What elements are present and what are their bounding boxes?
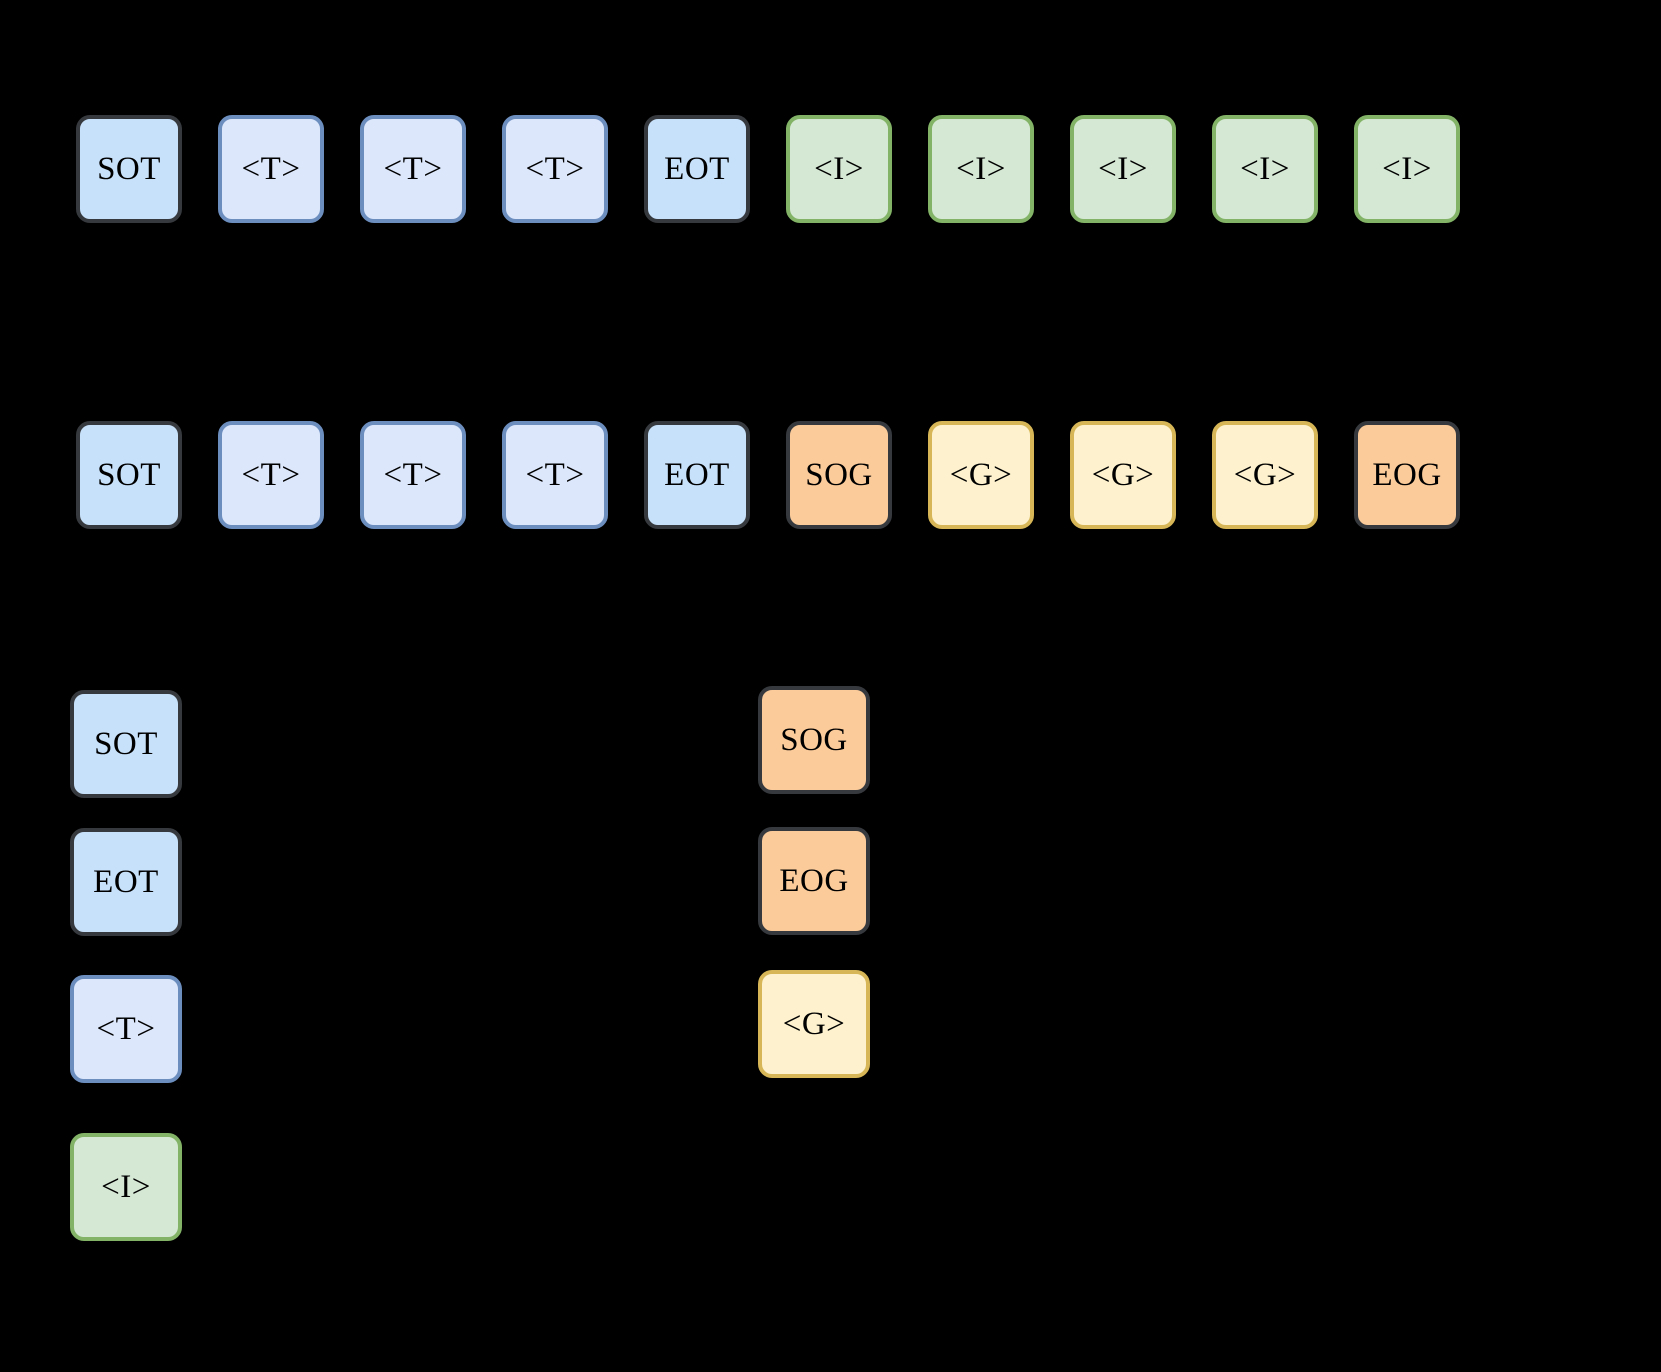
token-box-sot: SOT: [76, 115, 182, 223]
token-box-i: <I>: [928, 115, 1034, 223]
token-box-eog: EOG: [1354, 421, 1460, 529]
token-box-sog: SOG: [786, 421, 892, 529]
legend-swatch-eog: EOG: [758, 827, 870, 935]
legend-swatch-i: <I>: [70, 1133, 182, 1241]
token-box-eot: EOT: [644, 421, 750, 529]
token-box-t: <T>: [218, 115, 324, 223]
token-box-t: <T>: [360, 421, 466, 529]
token-box-i: <I>: [1354, 115, 1460, 223]
token-box-i: <I>: [1212, 115, 1318, 223]
legend-swatch-t: <T>: [70, 975, 182, 1083]
token-box-t: <T>: [360, 115, 466, 223]
token-box-eot: EOT: [644, 115, 750, 223]
token-box-t: <T>: [502, 115, 608, 223]
token-box-g: <G>: [928, 421, 1034, 529]
legend-swatch-g: <G>: [758, 970, 870, 1078]
token-box-i: <I>: [1070, 115, 1176, 223]
token-box-i: <I>: [786, 115, 892, 223]
token-box-g: <G>: [1212, 421, 1318, 529]
token-box-g: <G>: [1070, 421, 1176, 529]
token-box-sot: SOT: [76, 421, 182, 529]
legend-swatch-sot: SOT: [70, 690, 182, 798]
legend-swatch-sog: SOG: [758, 686, 870, 794]
token-box-t: <T>: [502, 421, 608, 529]
token-box-t: <T>: [218, 421, 324, 529]
legend-swatch-eot: EOT: [70, 828, 182, 936]
